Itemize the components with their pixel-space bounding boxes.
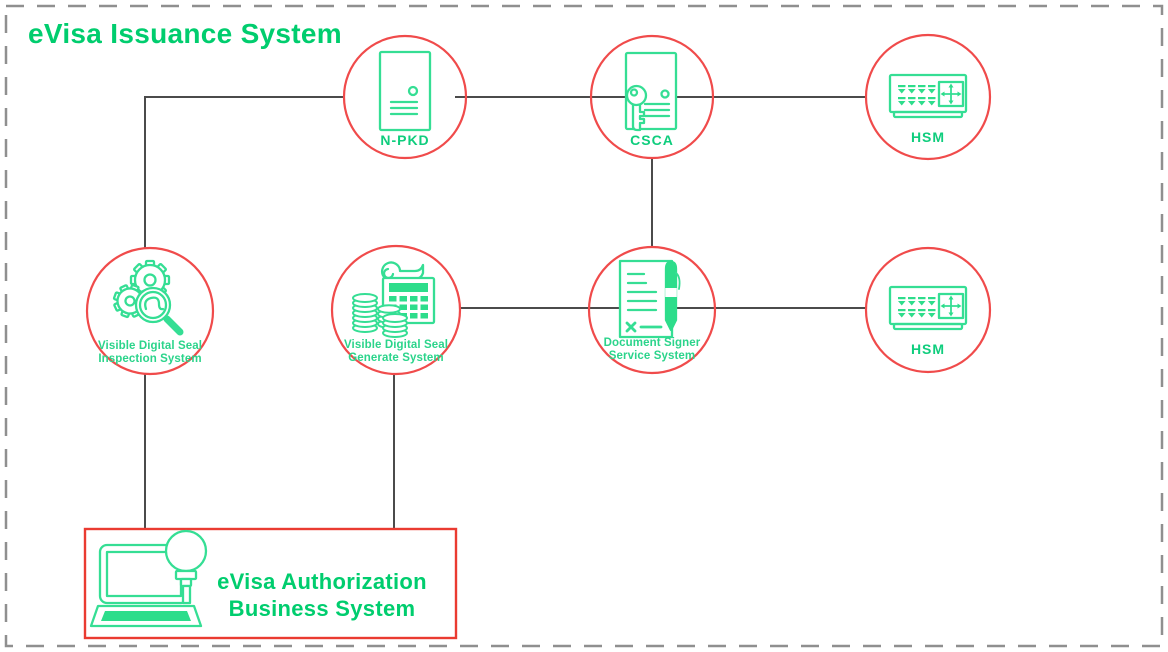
- connectors: [144, 96, 866, 529]
- node-label-line2: Inspection System: [98, 353, 201, 365]
- document-pen-icon: [618, 259, 681, 339]
- node-circle: [85, 246, 215, 376]
- node-circle: [864, 33, 992, 161]
- business-box-label-line2: Business System: [229, 596, 416, 621]
- laptop-stamp-icon: [89, 529, 208, 628]
- node-circle: [330, 244, 462, 376]
- gears-magnifier-icon: [112, 259, 184, 336]
- node-vds-generate: Visible Digital Seal Generate System: [330, 244, 462, 376]
- connector-npkd-vds-inspection: [144, 96, 345, 248]
- page-title: eVisa Issuance System: [28, 18, 342, 49]
- calculator-coins-icon: [352, 261, 436, 338]
- node-doc-signer: Document Signer Service System: [587, 245, 717, 375]
- node-label-line1: Document Signer: [604, 337, 701, 349]
- diagram-dashed-border: [4, 4, 1164, 648]
- node-label-line1: Visible Digital Seal: [344, 339, 448, 351]
- node-label-line2: Service System: [609, 350, 695, 362]
- node-label: HSM: [911, 129, 945, 145]
- business-box-label-line1: eVisa Authorization: [217, 569, 427, 594]
- node-circle: [342, 34, 468, 160]
- node-hsm-top: HSM: [864, 33, 992, 161]
- evisa-authorization-business-system-box: eVisa Authorization Business System: [83, 527, 458, 640]
- node-label: N-PKD: [380, 132, 429, 148]
- hsm-device-icon: [888, 73, 968, 119]
- node-circle: [587, 245, 717, 375]
- node-label-line2: Generate System: [348, 352, 443, 364]
- node-hsm-bottom: HSM: [864, 246, 992, 374]
- node-csca: CSCA: [589, 34, 715, 160]
- node-n-pkd: N-PKD: [342, 34, 468, 160]
- node-label: HSM: [911, 341, 945, 357]
- node-circle: [864, 246, 992, 374]
- node-label-line1: Visible Digital Seal: [98, 340, 202, 352]
- node-vds-inspection: Visible Digital Seal Inspection System: [85, 246, 215, 376]
- key-server-icon: [624, 51, 678, 132]
- node-circle: [589, 34, 715, 160]
- node-label: CSCA: [630, 132, 674, 148]
- server-icon: [378, 50, 432, 132]
- hsm-device-icon: [888, 285, 968, 331]
